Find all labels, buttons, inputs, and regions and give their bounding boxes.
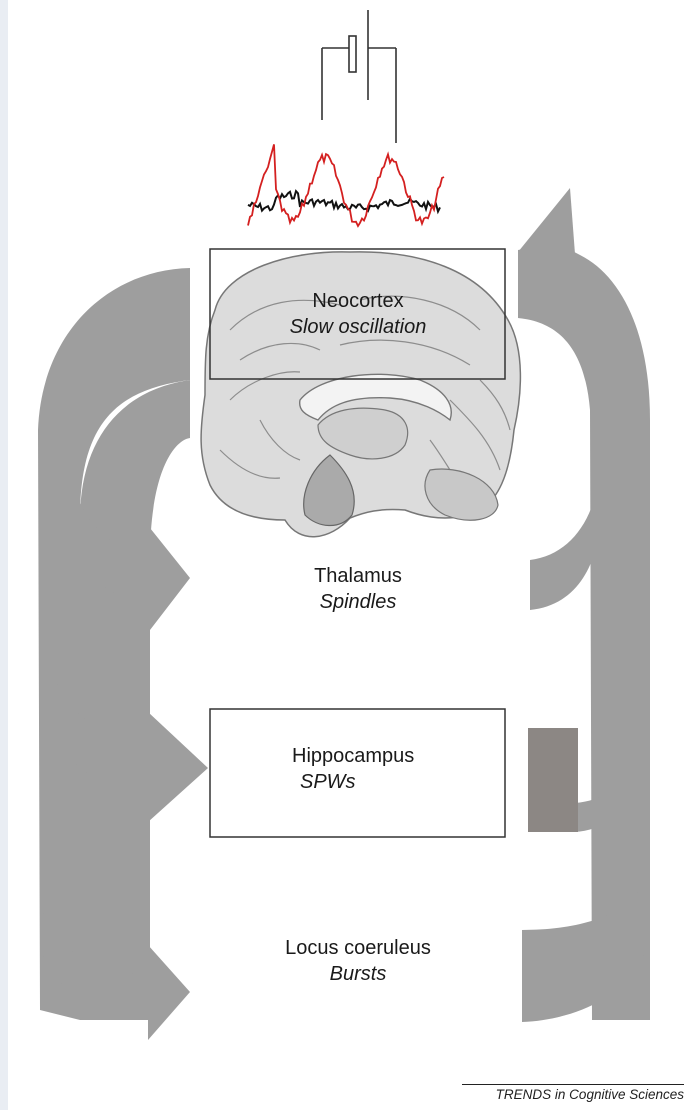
right-ascending-arrows (518, 188, 650, 1022)
recording-electrode (322, 10, 396, 143)
thalamus-label: Thalamus Spindles (208, 563, 508, 615)
left-descending-arrows (38, 268, 208, 1040)
locus-coeruleus-activity: Bursts (208, 961, 508, 987)
arrow-from-thalamus (530, 470, 600, 610)
right-top-arrowhead (518, 188, 580, 320)
eeg-trace-red (248, 144, 444, 226)
left-edge-shade (0, 0, 8, 1110)
hippocampus-activity: SPWs (292, 769, 508, 795)
neocortex-activity: Slow oscillation (208, 314, 508, 340)
hippocampus-name: Hippocampus (292, 745, 414, 767)
neocortex-name: Neocortex (312, 290, 403, 312)
locus-coeruleus-name: Locus coeruleus (285, 937, 431, 959)
locus-coeruleus-label: Locus coeruleus Bursts (208, 935, 508, 987)
hippocampus-label: Hippocampus SPWs (208, 743, 508, 795)
thalamus-name: Thalamus (314, 565, 402, 587)
thalamus-activity: Spindles (208, 589, 508, 615)
hippocampus-side-block (528, 728, 578, 832)
journal-caption: TRENDS in Cognitive Sciences (462, 1084, 684, 1102)
neocortex-label: Neocortex Slow oscillation (208, 288, 508, 340)
